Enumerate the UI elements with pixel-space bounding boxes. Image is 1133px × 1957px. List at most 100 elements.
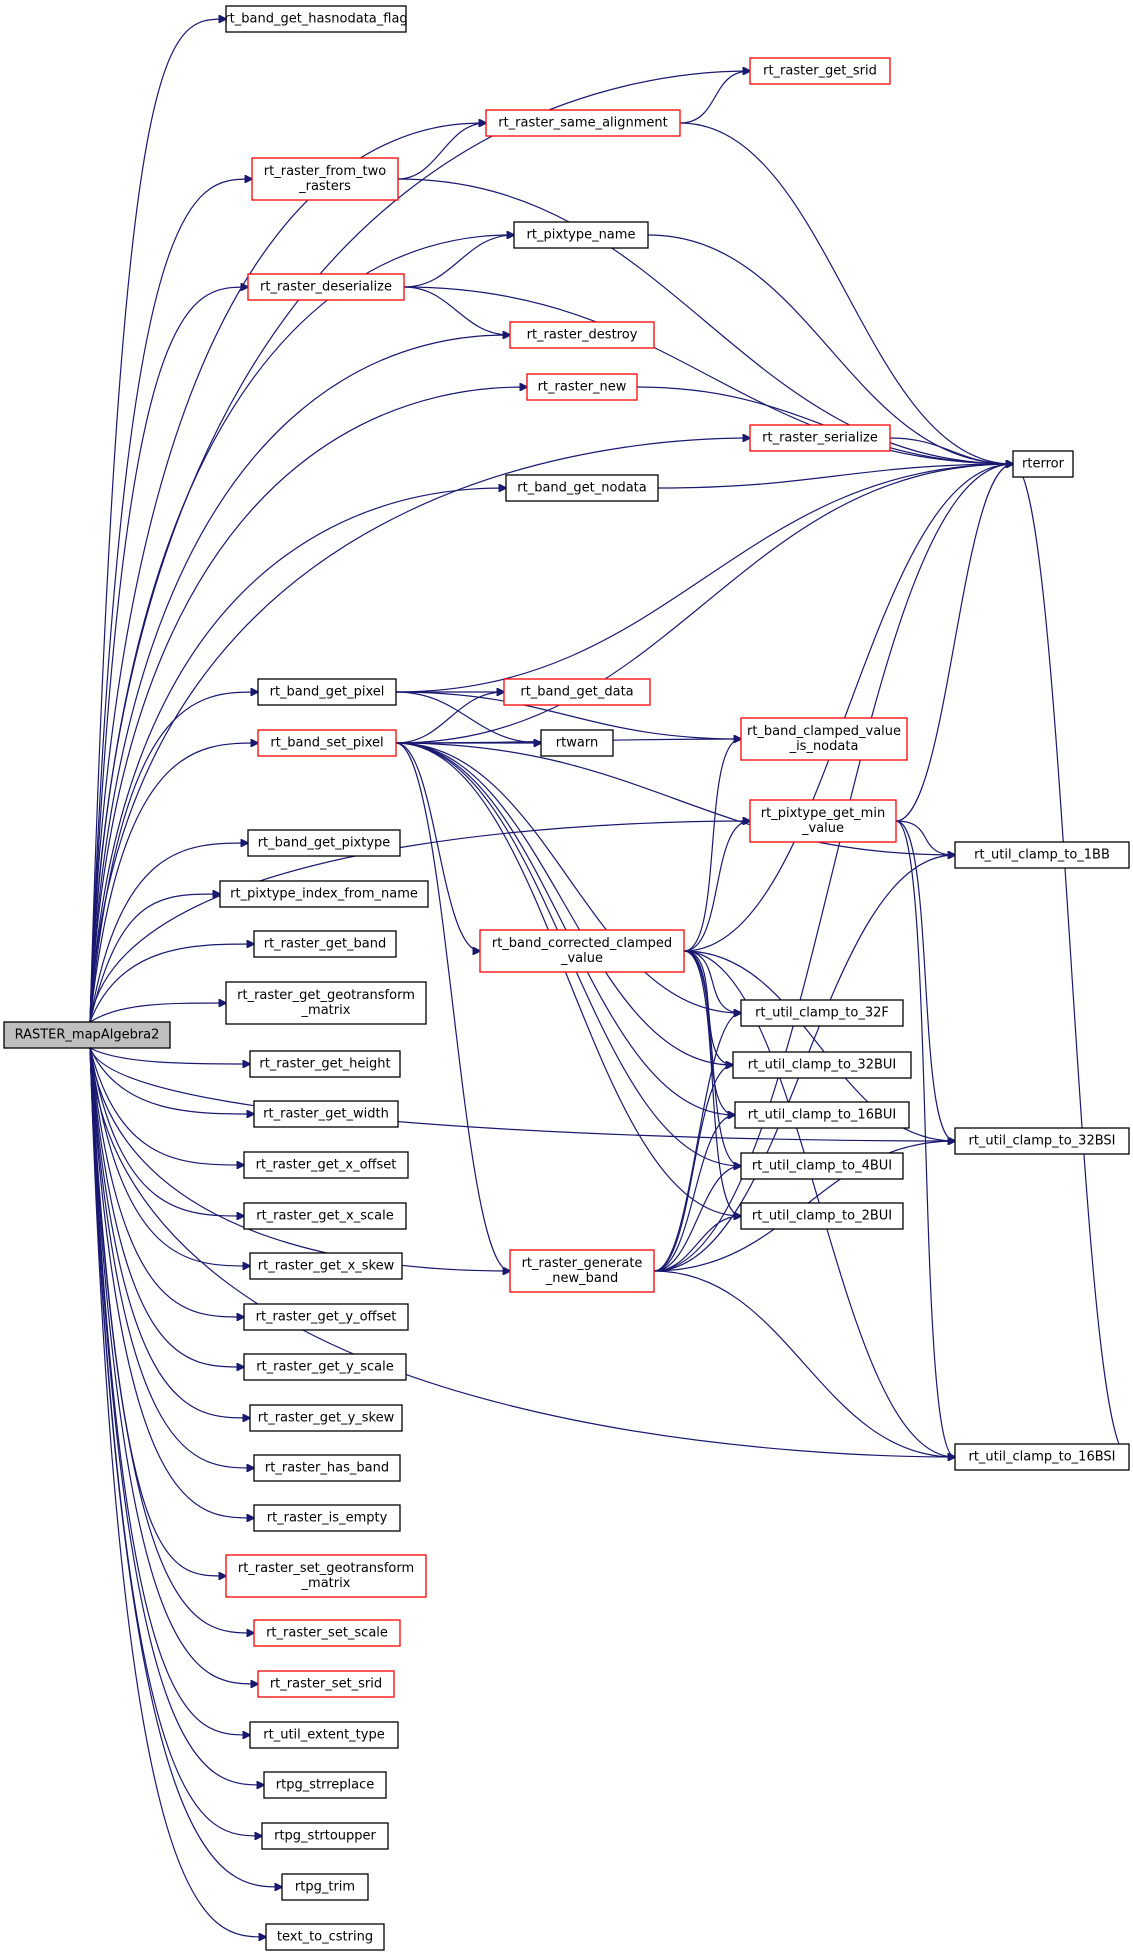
node-label: _is_nodata — [789, 739, 859, 754]
node-setsrid[interactable]: rt_raster_set_srid — [257, 1670, 395, 1698]
node-getsrid[interactable]: rt_raster_get_srid — [749, 57, 891, 85]
edge-corrected-to-c32bsi — [683, 950, 955, 1141]
node-isempty[interactable]: rt_raster_is_empty — [253, 1504, 401, 1532]
node-label: rtwarn — [556, 736, 598, 751]
node-label: _new_band — [545, 1271, 619, 1286]
node-label: text_to_cstring — [277, 1930, 373, 1945]
node-box — [479, 929, 685, 973]
edge-root-to-getyscale — [89, 1047, 244, 1367]
node-c32bui[interactable]: rt_util_clamp_to_32BUI — [732, 1051, 912, 1079]
node-label: rterror — [1022, 457, 1065, 472]
edge-root-to-pixindex — [89, 894, 220, 1023]
edge-root-to-setpixel — [89, 743, 258, 1023]
node-label: rt_band_set_pixel — [270, 736, 383, 751]
node-deserialize[interactable]: rt_raster_deserialize — [247, 273, 405, 301]
node-label: rtpg_trim — [295, 1880, 355, 1895]
edge-pixmin-to-c16bsi — [895, 820, 955, 1457]
node-label: rt_util_clamp_to_4BUI — [752, 1159, 892, 1174]
node-setscale[interactable]: rt_raster_set_scale — [253, 1619, 401, 1647]
node-rtwarn[interactable]: rtwarn — [540, 729, 614, 757]
node-label: rt_pixtype_index_from_name — [230, 887, 418, 902]
node-box — [257, 729, 397, 757]
node-getnodata[interactable]: rt_band_get_nodata — [505, 474, 659, 502]
node-box — [954, 841, 1130, 869]
node-extent[interactable]: rt_util_extent_type — [249, 1721, 399, 1749]
node-c32f[interactable]: rt_util_clamp_to_32F — [740, 999, 904, 1027]
node-destroy[interactable]: rt_raster_destroy — [509, 321, 655, 349]
edge-root-to-getxskew — [89, 1047, 250, 1266]
node-genband[interactable]: rt_raster_generate_new_band — [509, 1249, 655, 1293]
node-getheight[interactable]: rt_raster_get_height — [249, 1050, 401, 1078]
edge-deserialize-to-pixname — [403, 235, 514, 288]
node-label: rt_util_clamp_to_1BB — [974, 848, 1110, 863]
node-box — [540, 729, 614, 757]
node-getband[interactable]: rt_raster_get_band — [253, 930, 397, 958]
edge-root-to-getheight — [89, 1047, 250, 1064]
node-box — [219, 880, 429, 908]
edges-layer — [89, 19, 1130, 1937]
edge-root-to-destroy — [89, 335, 510, 1023]
node-samealign[interactable]: rt_raster_same_alignment — [485, 109, 681, 137]
node-corrected[interactable]: rt_band_corrected_clamped_value — [479, 929, 685, 973]
node-label: rt_raster_get_y_scale — [256, 1360, 394, 1375]
node-box — [740, 999, 904, 1027]
node-box — [3, 1021, 171, 1049]
node-label: rt_raster_get_width — [263, 1107, 389, 1122]
node-hasnodata[interactable]: rt_band_get_hasnodata_flag — [224, 5, 408, 33]
node-label: rt_raster_same_alignment — [498, 116, 668, 131]
edge-root-to-getpixel — [89, 692, 258, 1023]
node-box — [253, 1100, 399, 1128]
edge-root-to-genband — [89, 1047, 510, 1271]
node-getgeo[interactable]: rt_raster_get_geotransform_matrix — [225, 981, 427, 1025]
node-c32bsi[interactable]: rt_util_clamp_to_32BSI — [954, 1127, 1130, 1155]
node-setpixel[interactable]: rt_band_set_pixel — [257, 729, 397, 757]
node-getxoff[interactable]: rt_raster_get_x_offset — [243, 1151, 409, 1179]
node-box — [253, 1504, 401, 1532]
node-tocstring[interactable]: text_to_cstring — [265, 1923, 385, 1951]
node-box — [509, 1249, 655, 1293]
node-getyoff[interactable]: rt_raster_get_y_offset — [243, 1303, 409, 1331]
node-getpixtype[interactable]: rt_band_get_pixtype — [247, 829, 401, 857]
node-getyscale[interactable]: rt_raster_get_y_scale — [243, 1353, 407, 1381]
node-label: rt_band_get_nodata — [517, 481, 646, 496]
node-pixmin[interactable]: rt_pixtype_get_min_value — [749, 799, 897, 843]
node-fromtwo[interactable]: rt_raster_from_two_rasters — [251, 157, 399, 201]
node-clampnodata[interactable]: rt_band_clamped_value_is_nodata — [740, 717, 908, 761]
node-label: rt_raster_get_geotransform — [237, 988, 415, 1003]
node-label: rt_util_clamp_to_32F — [755, 1006, 889, 1021]
node-getxskew[interactable]: rt_raster_get_x_skew — [249, 1252, 403, 1280]
node-box — [253, 1619, 401, 1647]
node-trim[interactable]: rtpg_trim — [281, 1873, 369, 1901]
node-setgeo[interactable]: rt_raster_set_geotransform_matrix — [225, 1554, 427, 1598]
node-rterror[interactable]: rterror — [1012, 450, 1074, 478]
node-getdata[interactable]: rt_band_get_data — [503, 678, 651, 706]
node-getwidth[interactable]: rt_raster_get_width — [253, 1100, 399, 1128]
node-getyskew[interactable]: rt_raster_get_y_skew — [249, 1404, 403, 1432]
edge-root-to-c16bsi — [89, 1047, 955, 1457]
node-getpixel[interactable]: rt_band_get_pixel — [257, 678, 397, 706]
node-box — [257, 1670, 395, 1698]
node-rnew[interactable]: rt_raster_new — [526, 373, 638, 401]
node-strreplace[interactable]: rtpg_strreplace — [263, 1771, 387, 1799]
node-label: rtpg_strreplace — [276, 1778, 374, 1793]
edge-setpixel-to-corrected — [395, 742, 480, 951]
node-c2bui[interactable]: rt_util_clamp_to_2BUI — [740, 1202, 904, 1230]
edge-genband-to-c16bui — [653, 1115, 735, 1272]
node-pixindex[interactable]: rt_pixtype_index_from_name — [219, 880, 429, 908]
edge-corrected-to-clampnodata — [683, 739, 741, 952]
node-c1bb[interactable]: rt_util_clamp_to_1BB — [954, 841, 1130, 869]
edge-deserialize-to-destroy — [403, 286, 510, 335]
node-label: _value — [560, 951, 603, 966]
node-box — [954, 1127, 1130, 1155]
node-c16bsi[interactable]: rt_util_clamp_to_16BSI — [954, 1443, 1130, 1471]
node-label: rtpg_strtoupper — [274, 1829, 376, 1844]
node-strtoupper[interactable]: rtpg_strtoupper — [261, 1822, 389, 1850]
node-c4bui[interactable]: rt_util_clamp_to_4BUI — [740, 1152, 904, 1180]
node-getxscale[interactable]: rt_raster_get_x_scale — [243, 1202, 407, 1230]
node-label: rt_raster_get_height — [259, 1057, 390, 1072]
node-c16bui[interactable]: rt_util_clamp_to_16BUI — [734, 1101, 910, 1129]
node-pixname[interactable]: rt_pixtype_name — [513, 221, 649, 249]
node-hasband[interactable]: rt_raster_has_band — [253, 1454, 401, 1482]
node-serialize[interactable]: rt_raster_serialize — [749, 424, 891, 452]
edge-root-to-setscale — [89, 1047, 254, 1633]
